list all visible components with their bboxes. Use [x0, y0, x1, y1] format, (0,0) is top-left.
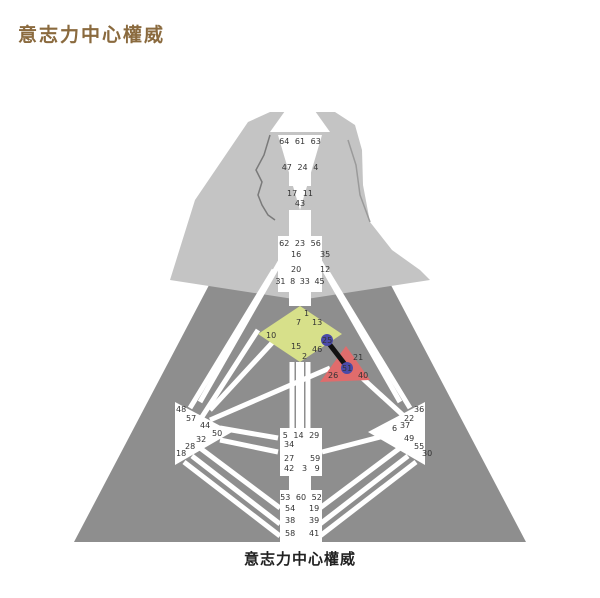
g-gate-25: 25: [322, 336, 332, 345]
heart-gate-21: 21: [353, 353, 363, 362]
sacral-center: [280, 428, 322, 476]
sacral-gate-59: 59: [310, 454, 320, 463]
face-profile: [255, 134, 276, 221]
page-title: 意志力中心權威: [18, 24, 166, 46]
ajna-bottom-gates-row1: 17 11: [287, 189, 313, 198]
channels: [182, 168, 418, 538]
root-gate-54: 54: [285, 504, 295, 513]
spleen-gate-57: 57: [186, 414, 196, 423]
g-gate-10: 10: [266, 331, 276, 340]
sacral-gate-34: 34: [284, 440, 294, 449]
gate-25-marker: [321, 334, 333, 346]
ajna-bottom-gate-43: 43: [295, 199, 305, 208]
throat-gate-20: 20: [291, 265, 301, 274]
g-gate-2: 2: [302, 352, 307, 361]
heart-gate-51: 51: [342, 364, 352, 373]
root-gate-58: 58: [285, 529, 295, 538]
g-gate-15: 15: [291, 342, 301, 351]
root-gate-19: 19: [309, 504, 319, 513]
throat-gate-35: 35: [320, 250, 330, 259]
spleen-gate-50: 50: [212, 429, 222, 438]
throat-center: [278, 236, 322, 292]
throat-gate-12: 12: [320, 265, 330, 274]
sp-gate-36: 36: [414, 405, 424, 414]
head-gates: 64 61 63: [279, 137, 321, 146]
g-gate-13: 13: [312, 318, 322, 327]
sp-gate-30: 30: [422, 449, 432, 458]
sp-gate-22: 22: [404, 414, 414, 423]
sp-gate-49: 49: [404, 434, 414, 443]
sacral-gate-27: 27: [284, 454, 294, 463]
sp-gate-55: 55: [414, 442, 424, 451]
spleen-gate-18: 18: [176, 449, 186, 458]
g-gate-1: 1: [304, 309, 309, 318]
heart-gate-26: 26: [328, 371, 338, 380]
throat-gates-row1: 62 23 56: [279, 239, 321, 248]
heart-gate-40: 40: [358, 371, 368, 380]
head-center: [270, 90, 330, 132]
sacral-top-gates: 5 14 29: [283, 431, 320, 440]
sacral-gate-42: 42: [284, 464, 294, 473]
sp-gate-6: 6: [392, 424, 397, 433]
ajna-top-gates: 47 24 4: [282, 163, 319, 172]
root-gate-41: 41: [309, 529, 319, 538]
throat-gates-row4: 31 8 33 45: [275, 277, 324, 286]
spleen-gate-48: 48: [176, 405, 186, 414]
back-of-head: [347, 139, 371, 223]
spleen-center: [175, 402, 232, 465]
spleen-gate-32: 32: [196, 435, 206, 444]
root-top-gates: 53 60 52: [280, 493, 322, 502]
defined-channel-25-51: [325, 339, 349, 369]
spleen-gate-44: 44: [200, 421, 210, 430]
throat-gate-16: 16: [291, 250, 301, 259]
g-gate-7: 7: [296, 318, 301, 327]
ajna-center: [278, 135, 322, 210]
sacral-bottom-gates: 3 9: [302, 464, 320, 473]
g-center: [258, 306, 342, 362]
gate-51-marker: [341, 362, 353, 374]
root-center: [280, 490, 322, 542]
solar-plexus-center: [368, 402, 425, 465]
g-gate-46: 46: [312, 345, 322, 354]
root-gate-39: 39: [309, 516, 319, 525]
root-gate-38: 38: [285, 516, 295, 525]
spleen-gate-28: 28: [185, 442, 195, 451]
sp-gate-37: 37: [400, 421, 410, 430]
diagram-caption: 意志力中心權威: [243, 550, 356, 568]
